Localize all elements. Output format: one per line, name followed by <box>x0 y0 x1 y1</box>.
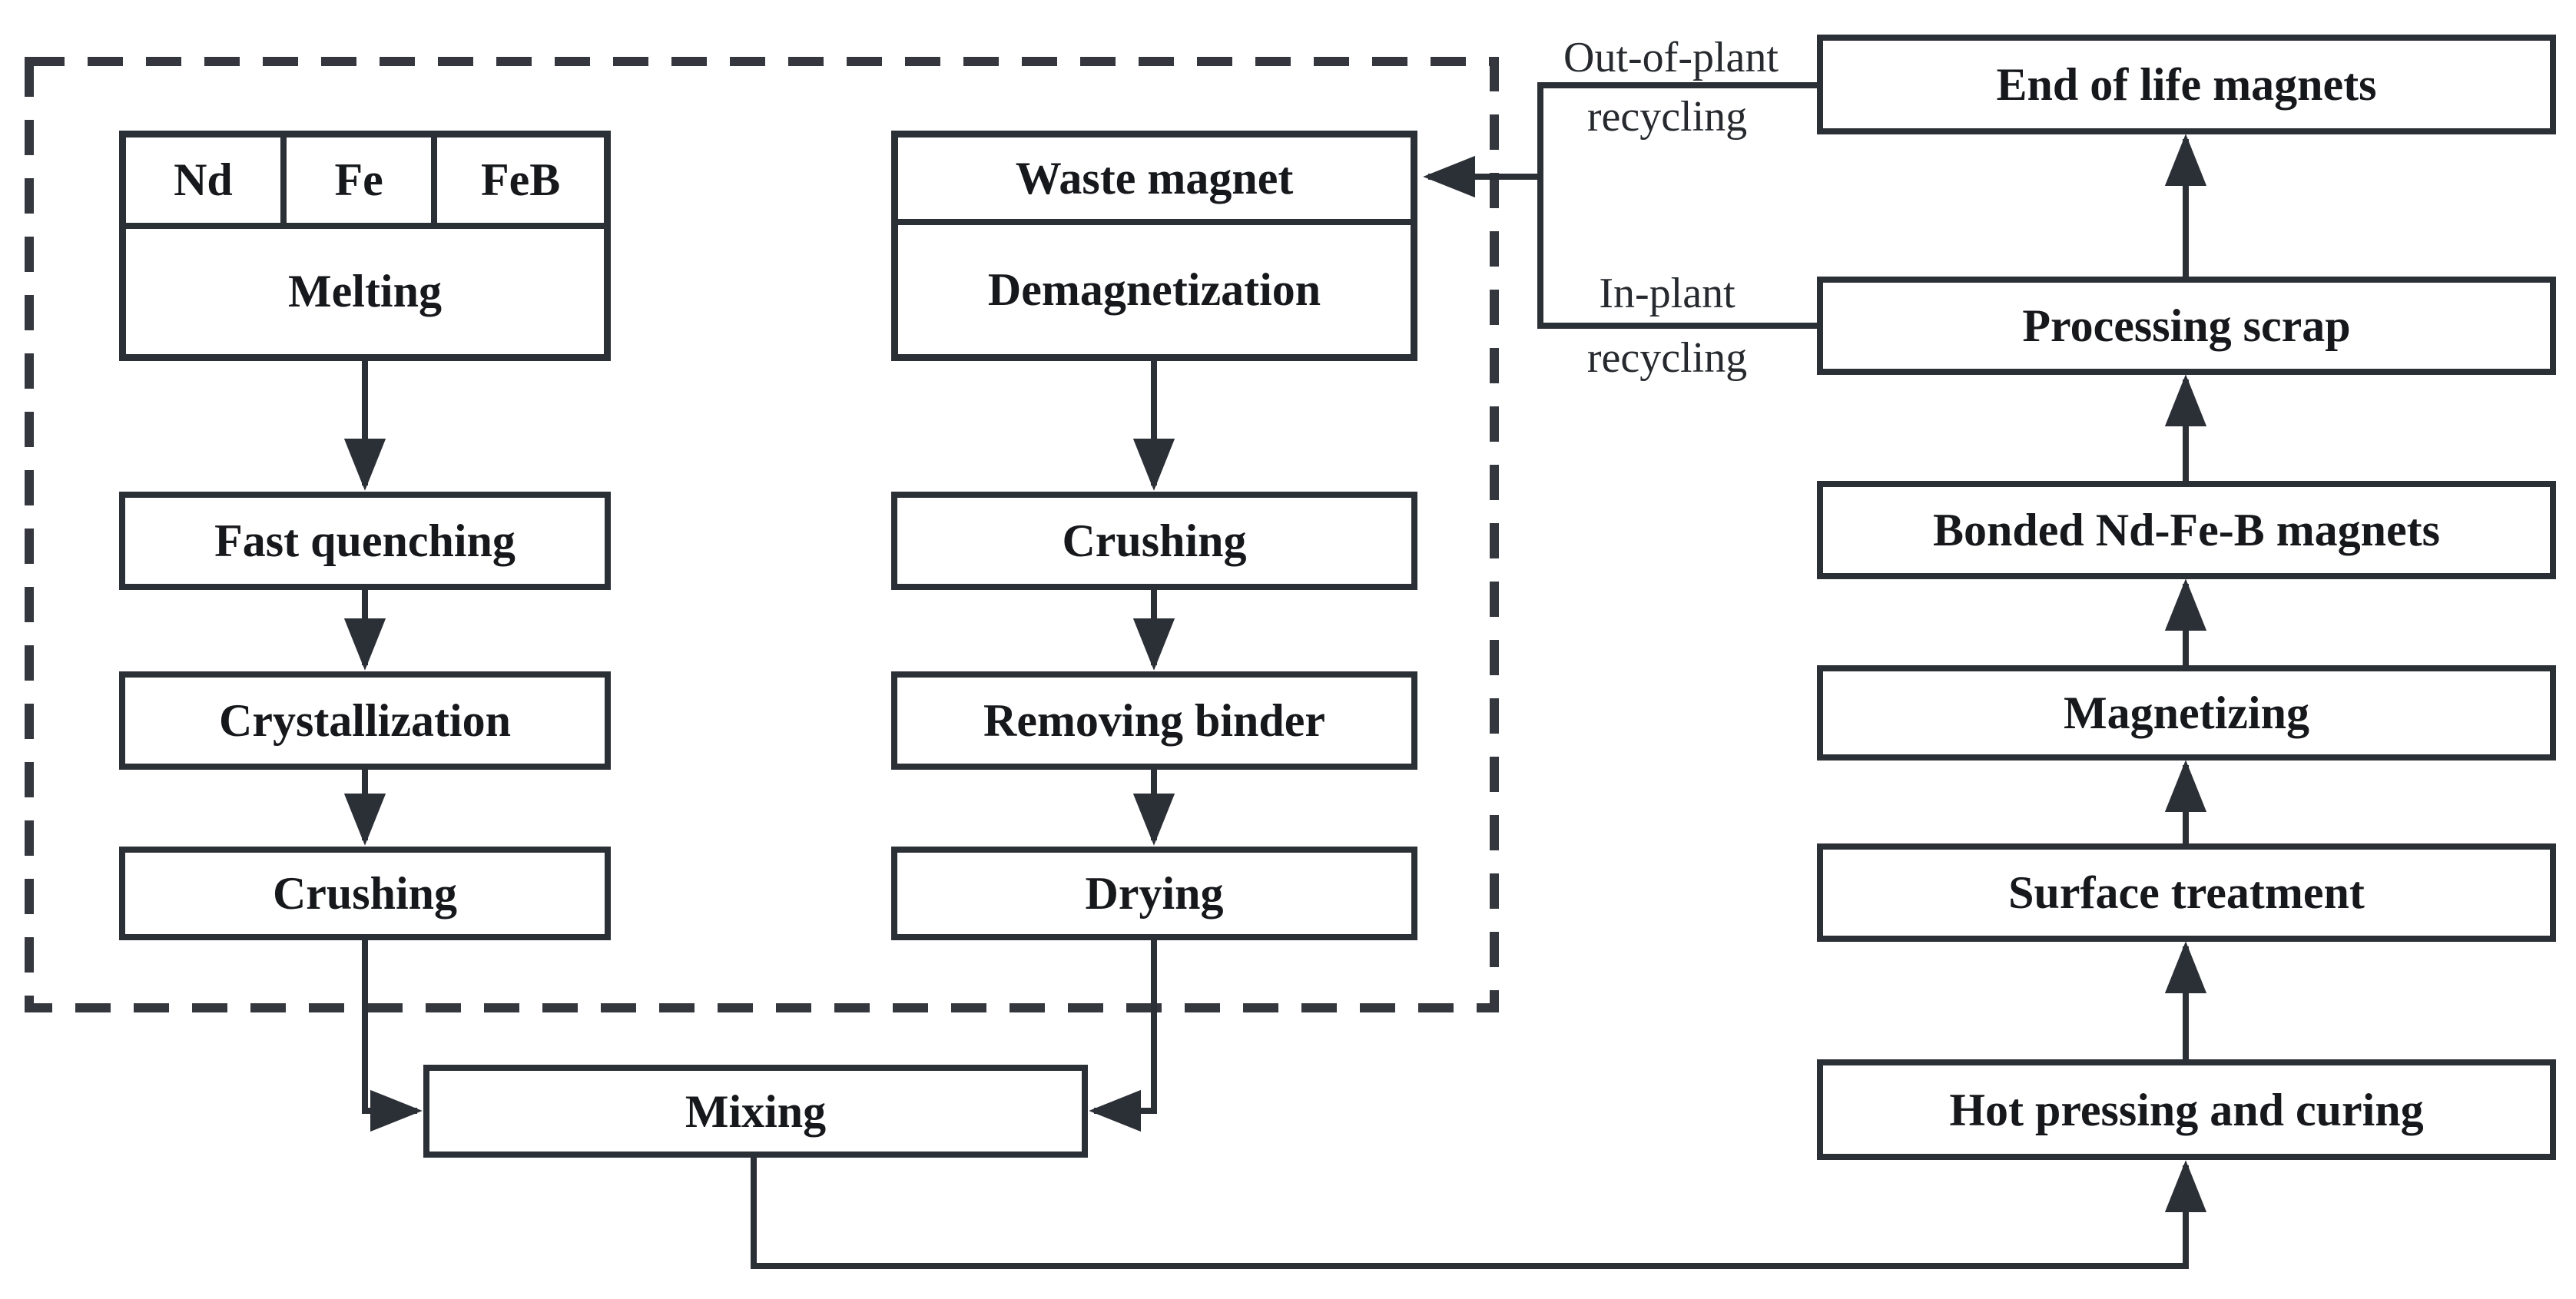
box-mixing-label: Mixing <box>685 1085 827 1137</box>
box-processing-scrap: Processing scrap <box>1817 277 2556 375</box>
box-removing-binder: Removing binder <box>891 671 1417 770</box>
out-of-plant-text: Out-of-plant <box>1563 34 1779 81</box>
arrow-mixing-to-hot-pressing <box>751 1156 2207 1269</box>
box-mixing: Mixing <box>423 1065 1088 1158</box>
out-of-plant-label-line2: recycling <box>1544 93 1790 141</box>
box-end-of-life-label: End of life magnets <box>1996 59 2377 110</box>
box-demagnetization: Demagnetization <box>898 225 1411 354</box>
box-processing-scrap-label: Processing scrap <box>2022 300 2351 351</box>
in-plant-text: In-plant <box>1599 270 1736 317</box>
box-crushing-left: Crushing <box>119 847 611 940</box>
box-crystallization: Crystallization <box>119 671 611 770</box>
box-crushing-left-label: Crushing <box>272 868 458 919</box>
cell-fe-label: Fe <box>334 154 383 205</box>
waste-magnet-cell: Waste magnet <box>898 152 1411 205</box>
box-surface-treatment-label: Surface treatment <box>2008 867 2365 918</box>
box-surface-treatment: Surface treatment <box>1817 843 2556 942</box>
box-waste-magnet-label: Waste magnet <box>1015 152 1294 204</box>
box-magnetizing-label: Magnetizing <box>2064 688 2309 738</box>
in-plant-label-line2: recycling <box>1544 334 1790 383</box>
cell-fe: Fe <box>280 138 438 223</box>
box-drying-label: Drying <box>1085 868 1224 919</box>
box-crystallization-label: Crystallization <box>219 695 511 746</box>
box-drying: Drying <box>891 847 1417 940</box>
out-of-plant-recycling-text: recycling <box>1586 93 1748 141</box>
cell-nd: Nd <box>126 138 280 223</box>
box-melting: Melting <box>126 229 604 354</box>
box-magnetizing: Magnetizing <box>1817 665 2556 761</box>
cell-feb-label: FeB <box>481 154 561 205</box>
in-plant-recycling-text: recycling <box>1586 334 1748 382</box>
box-waste-magnet: Waste magnet <box>898 138 1411 225</box>
box-crushing-right-label: Crushing <box>1062 515 1247 566</box>
cell-feb: FeB <box>437 138 604 223</box>
out-of-plant-label-line1: Out-of-plant <box>1544 34 1798 82</box>
in-plant-label-line1: In-plant <box>1544 270 1790 318</box>
box-hot-pressing-label: Hot pressing and curing <box>1949 1084 2424 1135</box>
box-melting-group: Nd Fe FeB Melting <box>119 131 611 361</box>
box-end-of-life: End of life magnets <box>1817 35 2556 134</box>
arrow-crushing-to-mixing <box>362 939 423 1132</box>
box-bonded-magnets: Bonded Nd-Fe-B magnets <box>1817 481 2556 579</box>
dashed-boundary <box>25 57 1499 1012</box>
box-fast-quenching: Fast quenching <box>119 492 611 590</box>
box-crushing-right: Crushing <box>891 492 1417 590</box>
cell-nd-label: Nd <box>174 154 233 205</box>
box-fast-quenching-label: Fast quenching <box>214 515 516 566</box>
box-hot-pressing: Hot pressing and curing <box>1817 1059 2556 1160</box>
arrow-drying-to-mixing <box>1089 939 1157 1132</box>
box-removing-binder-label: Removing binder <box>983 695 1326 746</box>
box-demagnetization-group: Waste magnet Demagnetization <box>891 131 1417 361</box>
box-melting-label: Melting <box>288 266 442 316</box>
raw-material-header: Nd Fe FeB <box>126 138 604 229</box>
box-bonded-magnets-label: Bonded Nd-Fe-B magnets <box>1932 505 2441 555</box>
box-demagnetization-label: Demagnetization <box>987 263 1321 315</box>
